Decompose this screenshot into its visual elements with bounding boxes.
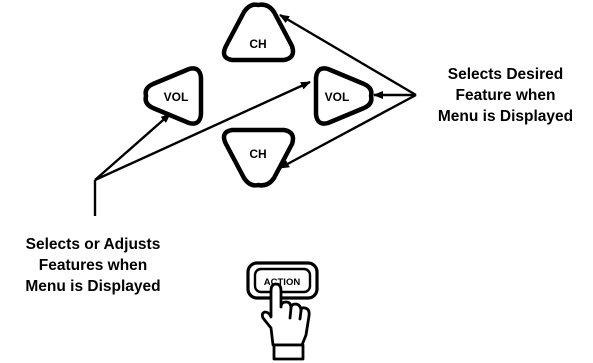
arrow-to-vol-right-from-left (94, 80, 311, 182)
action-label: ACTION (264, 277, 301, 288)
ch-up-button[interactable]: CH (221, 2, 296, 63)
arrow-to-vol-left (94, 113, 171, 181)
arrow-to-ch-up (279, 13, 417, 97)
pointing-hand-icon (260, 282, 311, 361)
vol-left-label: VOL (164, 90, 189, 104)
left-callout-text: Selects or Adjusts Features when Menu is… (2, 234, 184, 297)
vol-left-button[interactable]: VOL (143, 66, 204, 126)
right-callout-arrows (279, 13, 417, 170)
left-callout-arrows (93, 80, 311, 216)
ch-down-button[interactable]: CH (221, 127, 296, 188)
right-callout-line-3: Menu is Displayed (437, 108, 574, 125)
ch-up-label: CH (249, 37, 266, 51)
left-callout-line-2: Features when (38, 257, 148, 274)
ch-down-label: CH (249, 147, 266, 161)
left-callout-line-3: Menu is Displayed (25, 278, 161, 295)
left-callout-line-1: Selects or Adjusts (25, 236, 161, 253)
arrow-to-ch-down (279, 93, 417, 170)
vol-right-button[interactable]: VOL (313, 66, 374, 126)
action-button[interactable]: ACTION (246, 261, 319, 300)
right-callout-text: Selects Desired Feature when Menu is Dis… (418, 64, 593, 127)
vol-right-label: VOL (325, 90, 350, 104)
right-callout-line-2: Feature when (455, 87, 556, 104)
right-callout-line-1: Selects Desired (447, 66, 564, 83)
